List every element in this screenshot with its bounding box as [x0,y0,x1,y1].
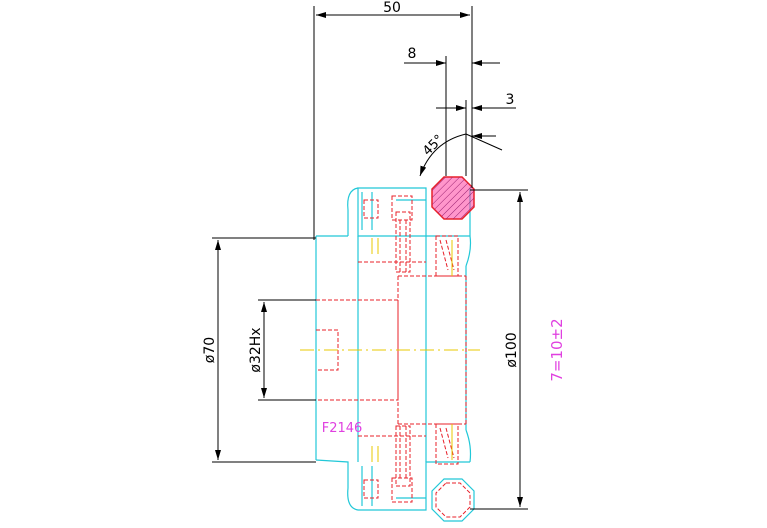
dim-chamfer-angle: 45° [420,132,447,159]
tolerance-note: 7=10±2 [548,318,566,381]
part-code-label: F2146 [322,421,363,436]
dim-diameter-outer: ø100 [504,332,520,367]
dim-offset: 3 [506,92,515,108]
part-outline [315,187,472,511]
dim-diameter-bore: ø32Hx [248,327,264,372]
dim-overall-width: 50 [383,0,401,16]
hidden-lines [316,195,467,503]
seal-ring-top [431,176,475,220]
seal-ring-bottom [431,478,475,522]
dim-diameter-mid: ø70 [202,337,218,363]
dim-groove-width: 8 [408,46,417,62]
centerlines [300,238,480,462]
dimension-lines [212,6,528,510]
